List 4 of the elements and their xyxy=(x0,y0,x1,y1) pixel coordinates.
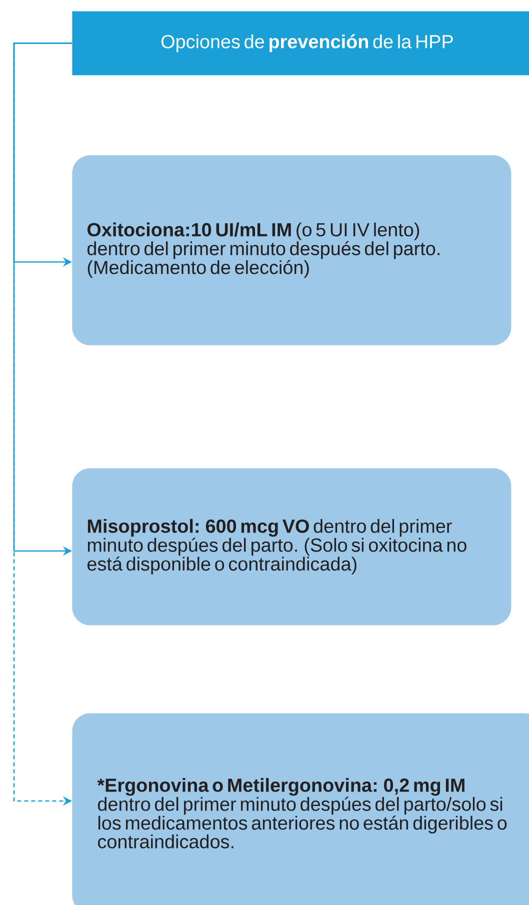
option-box: Misoprostol: 600 mcg VO dentro del primer minuto despúes del parto. (Solo si oxitocina no está disponible o contraindicada) xyxy=(72,468,512,626)
option-box: Oxitociona:10 UI/mL IM (o 5 UI IV lento) dentro del primer minuto después del parto. (Medicamento de elección) xyxy=(72,155,512,346)
title-banner: Opciones de prevención de la HPP xyxy=(72,11,529,76)
option-box: *Ergonovina o Metilergonovina: 0,2 mg IM dentro del primer minuto despúes del parto/solo si los medicamentos anteriores no están digeribles o contraindicados. xyxy=(72,713,529,905)
